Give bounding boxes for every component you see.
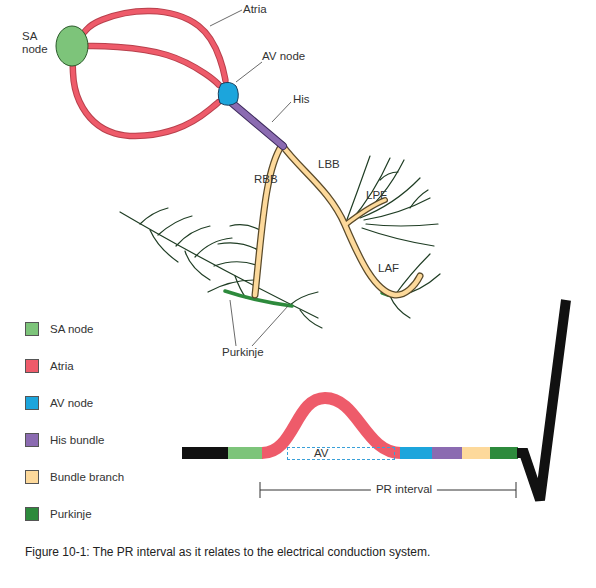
purkinje-fiber xyxy=(176,226,210,246)
purkinje-fiber xyxy=(366,224,438,226)
purkinje-fiber xyxy=(380,172,398,180)
purkinje-fiber xyxy=(185,251,210,280)
legend-text: His bundle xyxy=(50,433,104,447)
part-label: His xyxy=(293,93,310,106)
atria-hump xyxy=(262,398,401,453)
purkinje-fiber xyxy=(218,243,258,250)
part-label: LAF xyxy=(378,262,399,275)
legend-swatch xyxy=(25,433,39,447)
bundle-segment xyxy=(462,447,491,459)
pr-bracket-line xyxy=(260,482,516,498)
purkinje-fiber xyxy=(214,262,256,266)
av-node-shape xyxy=(218,82,238,105)
leader-line xyxy=(236,62,262,82)
purkinje-fibers xyxy=(120,156,440,328)
purkinje-segment xyxy=(490,447,518,459)
his-segment xyxy=(432,447,463,459)
bundle-branches xyxy=(255,145,420,295)
part-label: RBB xyxy=(254,173,278,186)
purkinje-fiber xyxy=(158,216,192,235)
conduction-node: SA node xyxy=(55,25,89,67)
part-label: LBB xyxy=(318,158,340,171)
interval-box: AV xyxy=(287,447,395,460)
node-ellipse xyxy=(55,25,89,67)
legend-swatch xyxy=(25,470,39,484)
legend-text: Purkinje xyxy=(50,507,92,521)
lpf-branch xyxy=(345,200,385,225)
atria-pathway xyxy=(89,46,219,85)
lbb-outline xyxy=(282,145,420,295)
legend-text: Atria xyxy=(50,359,74,373)
purkinje-fiber xyxy=(300,310,322,328)
legend-text: Bundle branch xyxy=(50,470,124,484)
legend-swatch xyxy=(25,359,39,373)
purkinje-fiber xyxy=(364,198,430,220)
node-label: AV node xyxy=(262,50,305,63)
node-blob xyxy=(216,80,240,108)
atria-outline xyxy=(73,67,219,136)
purkinje-fiber xyxy=(410,190,428,208)
purkinje-fiber xyxy=(360,178,420,218)
figure-caption: Figure 10-1: The PR interval as it relat… xyxy=(25,545,585,560)
lbb-branch xyxy=(282,145,420,295)
leader-line xyxy=(252,306,288,346)
legend-text: AV node xyxy=(50,396,93,410)
atria-outline xyxy=(89,46,219,85)
part-label: Atria xyxy=(243,3,267,16)
node-label: AV xyxy=(314,447,329,460)
part-label: PR interval xyxy=(371,483,437,496)
leader-line xyxy=(272,102,291,122)
purkinje-fiber xyxy=(120,212,318,318)
lpf-outline xyxy=(345,200,385,225)
av-segment xyxy=(400,447,433,459)
purkinje-fiber xyxy=(208,280,254,292)
purkinje-fiber xyxy=(230,225,260,230)
atria-pathway xyxy=(73,67,219,136)
purkinje-fiber xyxy=(390,296,410,318)
pr-strip xyxy=(182,300,566,500)
legend-text: SA node xyxy=(50,322,93,336)
baseline-segment xyxy=(182,447,229,459)
atria-connector xyxy=(89,46,219,85)
purkinje-fiber xyxy=(150,230,178,262)
his-outline xyxy=(232,103,283,146)
legend-swatch xyxy=(25,396,39,410)
legend-swatch xyxy=(25,507,39,521)
leader-line xyxy=(230,300,236,346)
part-label: LPF xyxy=(366,189,387,202)
sa-node-shape xyxy=(56,26,88,66)
sa-segment xyxy=(228,447,263,459)
legend-swatch xyxy=(25,322,39,336)
node-label: SA node xyxy=(22,30,54,56)
part-label: Purkinje xyxy=(222,346,264,359)
rbb-outline xyxy=(255,145,282,295)
purkinje-fiber xyxy=(140,208,168,224)
leader-line xyxy=(210,10,242,26)
rbb-branch xyxy=(255,145,282,295)
qrs-complex xyxy=(517,300,566,500)
edge-layer xyxy=(73,11,226,136)
his-bundle xyxy=(232,103,283,146)
pr-bracket xyxy=(260,482,516,498)
purkinje-fiber xyxy=(350,158,390,222)
atria-connector xyxy=(73,67,219,136)
purkinje-fiber xyxy=(362,228,434,246)
purkinje-fiber xyxy=(195,238,232,257)
purkinje-fiber xyxy=(290,292,318,305)
conduction-node: AV node xyxy=(216,80,240,108)
